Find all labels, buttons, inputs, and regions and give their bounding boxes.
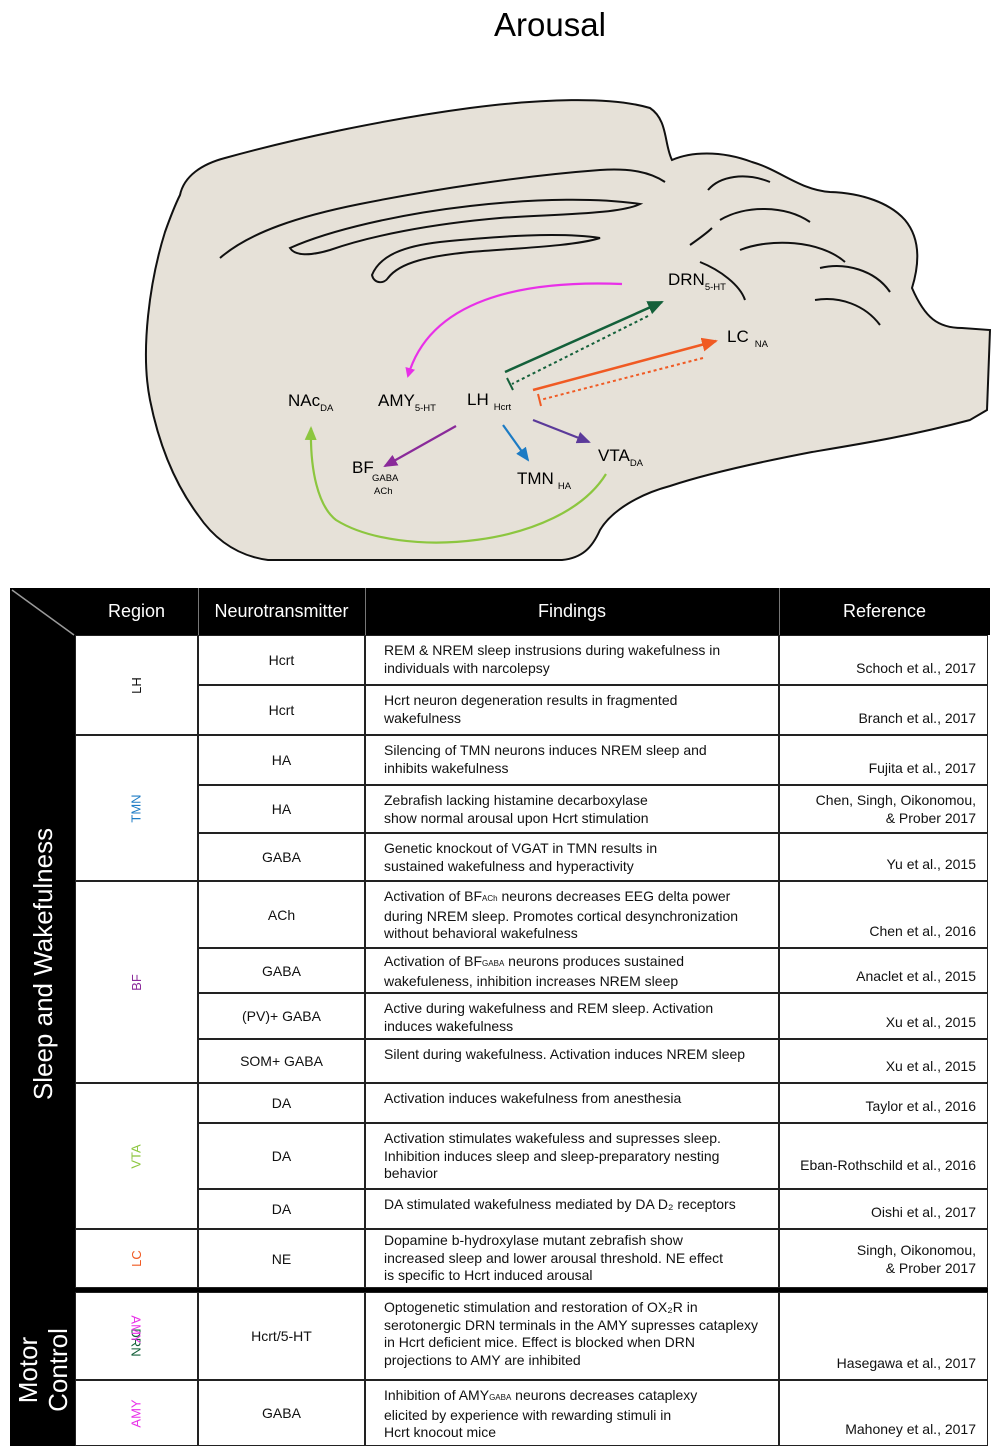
table-row-finding: Activation induces wakefulness from anes…	[365, 1083, 779, 1123]
table-row-neurotransmitter: DA	[198, 1123, 365, 1189]
table-row-finding: Zebrafish lacking histamine decarboxylas…	[365, 785, 779, 833]
region-vta: VTA	[75, 1083, 198, 1229]
table-row-reference: Xu et al., 2015	[779, 993, 988, 1039]
header-divider	[779, 588, 780, 635]
table-row-neurotransmitter: HA	[198, 735, 365, 785]
table-row-finding: Active during wakefulness and REM sleep.…	[365, 993, 779, 1039]
region-bf: BF	[75, 881, 198, 1083]
table-row-neurotransmitter: SOM+ GABA	[198, 1039, 365, 1083]
findings-table: Region Neurotransmitter Findings Referen…	[10, 588, 990, 1448]
table-row-finding: Silencing of TMN neurons induces NREM sl…	[365, 735, 779, 785]
table-row-reference: Oishi et al., 2017	[779, 1189, 988, 1229]
table-row-finding: Activation of BFGABA neurons produces su…	[365, 948, 779, 993]
header-diagonal	[10, 588, 76, 636]
header-neurotransmitter: Neurotransmitter	[198, 588, 365, 635]
section-sleep-wakefulness: Sleep and Wakefulness	[12, 636, 74, 1291]
table-row-reference: Fujita et al., 2017	[779, 735, 988, 785]
table-row-reference: Branch et al., 2017	[779, 685, 988, 735]
table-row-finding: Optogenetic stimulation and restoration …	[365, 1292, 779, 1380]
table-row-neurotransmitter: DA	[198, 1083, 365, 1123]
table-row-neurotransmitter: Hcrt	[198, 685, 365, 735]
table-row-reference: Anaclet et al., 2015	[779, 948, 988, 993]
diagram-title: Arousal	[494, 6, 606, 43]
table-row-neurotransmitter: (PV)+ GABA	[198, 993, 365, 1039]
region-lh: LH	[75, 635, 198, 735]
label-bf-sub1: GABA	[372, 473, 399, 484]
table-row-finding: REM & NREM sleep instrusions during wake…	[365, 635, 779, 685]
region-amy: AMY	[75, 1380, 198, 1446]
header-reference: Reference	[779, 588, 990, 635]
table-row-finding: Silent during wakefulness. Activation in…	[365, 1039, 779, 1083]
table-row-neurotransmitter: GABA	[198, 948, 365, 993]
table-row-neurotransmitter: GABA	[198, 1380, 365, 1446]
table-row-neurotransmitter: ACh	[198, 881, 365, 948]
header-divider	[365, 588, 366, 635]
table-row-neurotransmitter: GABA	[198, 833, 365, 881]
table-header: Region Neurotransmitter Findings Referen…	[10, 588, 990, 635]
region-lc: LC	[75, 1229, 198, 1288]
region-tmn: TMN	[75, 735, 198, 881]
table-row-reference: Hasegawa et al., 2017	[779, 1292, 988, 1380]
table-row-neurotransmitter: Hcrt/5-HT	[198, 1292, 365, 1380]
table-row-reference: Eban-Rothschild et al., 2016	[779, 1123, 988, 1189]
table-row-reference: Taylor et al., 2016	[779, 1083, 988, 1123]
label-bf: BF	[352, 458, 374, 477]
table-row-finding: Hcrt neuron degeneration results in frag…	[365, 685, 779, 735]
table-row-finding: Activation of BFACh neurons decreases EE…	[365, 881, 779, 948]
table-row-neurotransmitter: DA	[198, 1189, 365, 1229]
table-row-finding: Inhibition of AMYGABA neurons decreases …	[365, 1380, 779, 1446]
table-row-neurotransmitter: HA	[198, 785, 365, 833]
table-row-reference: Singh, Oikonomou,& Prober 2017	[779, 1229, 988, 1288]
table-row-reference: Chen et al., 2016	[779, 881, 988, 948]
table-row-finding: Activation stimulates wakefuless and sup…	[365, 1123, 779, 1189]
header-divider	[198, 588, 199, 635]
table-row-reference: Mahoney et al., 2017	[779, 1380, 988, 1446]
table-row-neurotransmitter: Hcrt	[198, 635, 365, 685]
header-region: Region	[75, 588, 198, 635]
table-row-finding: Genetic knockout of VGAT in TMN results …	[365, 833, 779, 881]
table-row-finding: Dopamine b-hydroxylase mutant zebrafish …	[365, 1229, 779, 1288]
table-row-reference: Yu et al., 2015	[779, 833, 988, 881]
table-row-reference: Xu et al., 2015	[779, 1039, 988, 1083]
header-findings: Findings	[365, 588, 779, 635]
label-bf-sub2: ACh	[374, 486, 392, 497]
table-row-neurotransmitter: NE	[198, 1229, 365, 1288]
table-row-reference: Chen, Singh, Oikonomou,& Prober 2017	[779, 785, 988, 833]
table-row-finding: DA stimulated wakefulness mediated by DA…	[365, 1189, 779, 1229]
table-row-reference: Schoch et al., 2017	[779, 635, 988, 685]
